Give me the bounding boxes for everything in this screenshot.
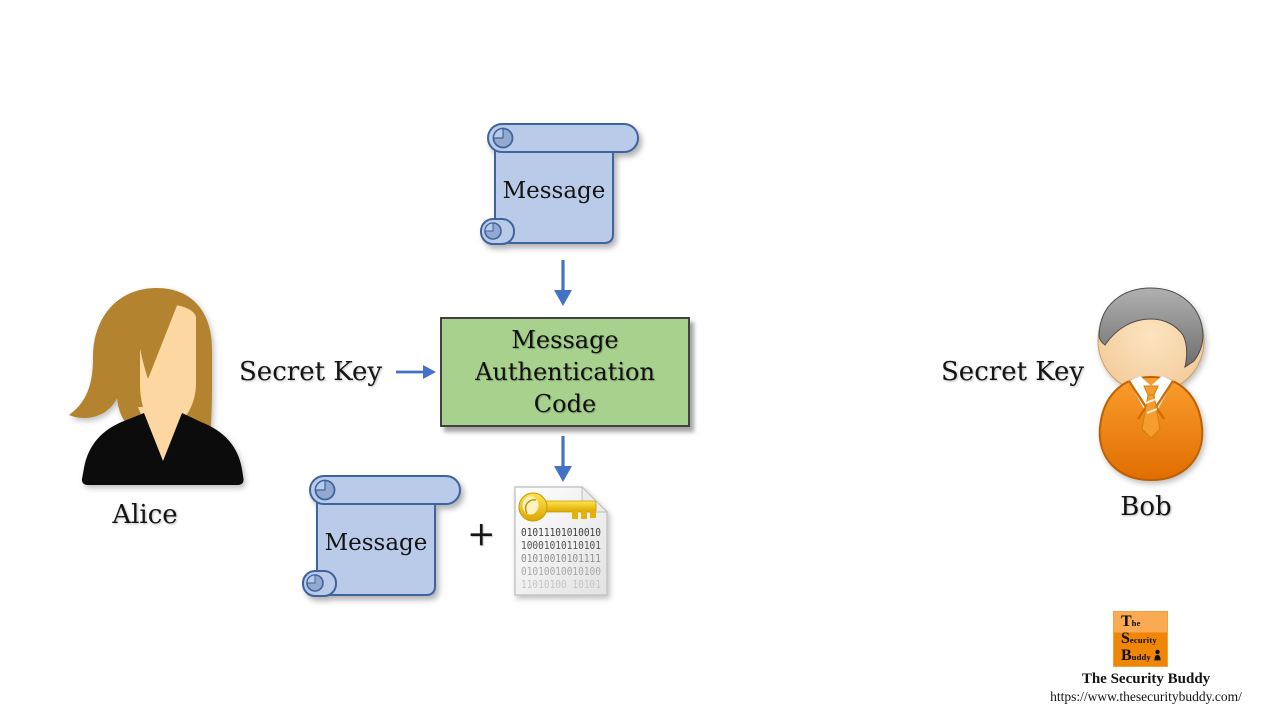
- binary-row-2: 10001010110101: [521, 540, 601, 552]
- bob-hair: [1098, 287, 1204, 369]
- logo-line-security: Security: [1121, 631, 1167, 648]
- alice-bang: [135, 298, 178, 379]
- bob-avatar: [1097, 287, 1205, 482]
- alice-suit: [81, 413, 244, 485]
- alice-avatar: [69, 288, 244, 485]
- logo-initial-b: B: [1121, 647, 1132, 664]
- mac-box-line2: Authentication: [475, 358, 655, 386]
- logo-line-the: The: [1121, 614, 1167, 631]
- scroll-bottom-curl-spiral: [484, 222, 494, 232]
- mac-document: 01011101010010 10001010110101 0101001010…: [514, 486, 608, 596]
- logo-initial-t: T: [1121, 613, 1132, 630]
- bottom-message-scroll-shape: Message: [302, 475, 461, 597]
- logo-rest-ecurity: ecurity: [1129, 635, 1157, 645]
- mac-box-line1: Message: [511, 326, 619, 354]
- arrow-message-to-mac: [554, 260, 572, 306]
- binary-row-4: 01010010010100: [521, 566, 601, 578]
- key-icon: [518, 492, 597, 522]
- mac-box-line3: Code: [533, 390, 597, 418]
- mac-box: Message Authentication Code: [440, 317, 690, 427]
- top-message-scroll-shape: Message: [480, 123, 639, 245]
- binary-row-5: 11010100 10101: [521, 579, 601, 591]
- top-scroll-label: Message: [503, 178, 606, 204]
- logo-rest-he: he: [1131, 618, 1141, 628]
- alice-label: Alice: [112, 500, 178, 530]
- secret-key-right-label: Secret Key: [941, 357, 1085, 387]
- brand-url: https://www.thesecuritybuddy.com/: [1050, 689, 1242, 704]
- plus-operator: +: [467, 514, 496, 554]
- security-buddy-logo: The Security Buddy: [1113, 611, 1168, 667]
- binary-row-1: 01011101010010: [521, 527, 601, 539]
- scroll-top-curl-spiral: [314, 479, 326, 491]
- bob-label: Bob: [1120, 492, 1172, 522]
- scroll-top-roll: [309, 475, 461, 505]
- scroll-top-curl-spiral: [492, 127, 504, 139]
- bob-tie: [1141, 385, 1161, 439]
- brand-name: The Security Buddy: [1081, 671, 1211, 687]
- arrow-mac-to-document: [554, 436, 572, 482]
- scroll-top-roll: [487, 123, 639, 153]
- bottom-scroll-label: Message: [325, 530, 428, 556]
- binary-row-3: 01010010101111: [521, 553, 601, 565]
- secret-key-left-label: Secret Key: [239, 357, 383, 387]
- scroll-bottom-curl-spiral: [306, 574, 316, 584]
- logo-rest-uddy: uddy: [1131, 652, 1151, 662]
- logo-initial-s: S: [1121, 630, 1130, 647]
- logo-line-buddy: Buddy: [1121, 648, 1167, 665]
- logo-person-icon: [1154, 649, 1161, 661]
- arrow-secret-key-to-mac: [396, 365, 436, 379]
